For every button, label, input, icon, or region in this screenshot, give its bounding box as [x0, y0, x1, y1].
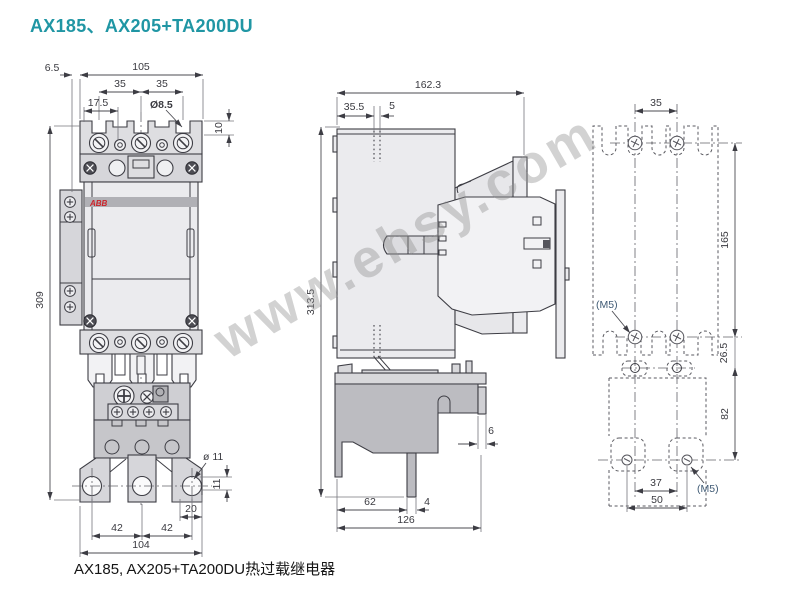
- screw-icon: [64, 301, 76, 313]
- screw-icon: [64, 211, 76, 223]
- drill-plan-dimensions: 35 165 26.5 82 37 50 (M5) (M5): [596, 97, 738, 512]
- side-front-profile: [382, 156, 570, 359]
- dim-front-overall-width: 105: [132, 61, 150, 73]
- aux-terminal-icon: [114, 336, 126, 348]
- terminal-screw-icon: [130, 332, 152, 354]
- terminal-screw-icon: [88, 132, 110, 154]
- aux-terminal-icon: [114, 139, 126, 151]
- contactor-body: ABB: [83, 181, 199, 331]
- front-view: ABB: [34, 61, 234, 557]
- dim-plan-hole-pitch-outer: 50: [651, 494, 663, 506]
- torx-screw-icon: [185, 161, 199, 175]
- dim-side-clip-gap: 6: [488, 425, 494, 437]
- dim-front-slot-length: 20: [185, 503, 197, 515]
- overload-relay-front: [93, 382, 191, 459]
- torx-screw-icon: [185, 314, 199, 328]
- label-m5-bottom: (M5): [697, 483, 719, 495]
- terminal-screw-icon: [130, 132, 152, 154]
- m5-screw-icon: [669, 329, 685, 345]
- dim-plan-row-gap-mid: 26.5: [718, 343, 730, 364]
- m5-screw-icon: [681, 454, 693, 466]
- label-mount-hole-dia: ø 11: [203, 451, 223, 463]
- torx-screw-icon: [83, 161, 97, 175]
- dim-front-pole-pitch-a: 35: [114, 78, 126, 90]
- hidden-outline: [592, 125, 719, 507]
- relay-terminal-icon: [160, 406, 172, 418]
- dim-front-pole-pitch-b: 35: [156, 78, 168, 90]
- terminal-screw-icon: [172, 132, 194, 154]
- side-accessory-block: [59, 189, 83, 326]
- dim-side-total-depth: 126: [397, 514, 415, 526]
- relay-terminal-icon: [143, 406, 155, 418]
- dim-side-overall-height: 313.5: [305, 289, 317, 315]
- side-view: 162.3 35.5 5 313.5 6 62 4 126: [305, 79, 570, 532]
- dim-plan-hole-pitch-top: 35: [650, 97, 662, 109]
- overload-relay-side: [334, 360, 487, 498]
- terminal-screw-icon: [88, 332, 110, 354]
- dim-side-relay-depth: 62: [364, 496, 376, 508]
- top-terminal-block: [79, 120, 203, 155]
- bottom-terminal-block: [79, 329, 203, 388]
- dim-front-mount-width: 104: [132, 539, 150, 551]
- dim-front-side-offset: 6.5: [45, 62, 60, 74]
- dim-front-mount-pitch-b: 42: [161, 522, 173, 534]
- dim-side-slot-width: 5: [389, 100, 395, 112]
- brand-logo: ABB: [89, 199, 108, 208]
- m5-screw-icon: [627, 329, 643, 345]
- dim-plan-row-gap-main: 165: [719, 231, 731, 249]
- page-title: AX185、AX205+TA200DU: [30, 16, 253, 36]
- mounting-feet: [72, 454, 212, 504]
- label-m5-top: (M5): [596, 299, 618, 311]
- figure-caption: AX185, AX205+TA200DU热过载继电器: [74, 561, 336, 578]
- screw-icon: [64, 196, 76, 208]
- dim-front-mount-pitch-a: 42: [111, 522, 123, 534]
- dim-front-terminal-depth: 10: [213, 122, 225, 134]
- dim-plan-row-gap-bottom: 82: [719, 408, 731, 420]
- relay-terminal-icon: [127, 406, 139, 418]
- screw-icon: [64, 285, 76, 297]
- side-view-dimensions: 162.3 35.5 5 313.5 6 62 4 126: [305, 79, 525, 532]
- label-terminal-hole-dia: Ø8.5: [150, 99, 173, 111]
- dim-front-overall-height: 309: [34, 291, 46, 309]
- dim-front-aux-offset: 17.5: [88, 97, 109, 109]
- torx-screw-icon: [83, 314, 97, 328]
- m5-screw-icon: [627, 135, 643, 151]
- front-view-dimensions: 6.5 105 35 35 17.5 Ø8.5 10 309 ø 11: [34, 61, 234, 557]
- relay-terminal-icon: [111, 406, 123, 418]
- m5-screw-icon: [621, 454, 633, 466]
- dim-side-overall-depth: 162.3: [415, 79, 441, 91]
- front-mount-row: [79, 153, 203, 183]
- adjust-screw-icon: [140, 390, 154, 404]
- aux-terminal-icon: [156, 336, 168, 348]
- dim-front-mount-hole-height: 11: [211, 478, 223, 489]
- aux-terminal-icon: [156, 139, 168, 151]
- terminal-screw-icon: [172, 332, 194, 354]
- m5-screw-icon: [669, 135, 685, 151]
- dim-side-pin-width: 4: [424, 496, 430, 508]
- dim-side-mount-offset: 35.5: [344, 101, 365, 113]
- drill-plan: 35 165 26.5 82 37 50 (M5) (M5): [592, 97, 742, 512]
- philips-screw-icon: [113, 385, 135, 407]
- dim-plan-hole-pitch-inner: 37: [650, 477, 662, 489]
